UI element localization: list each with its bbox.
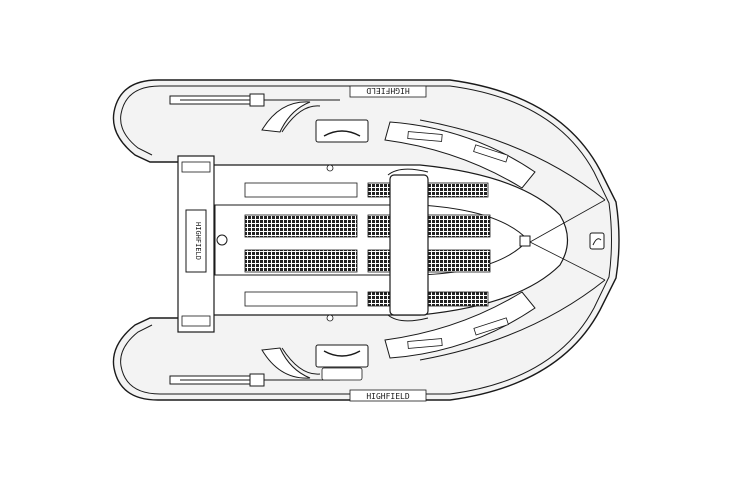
bow-eye <box>519 235 531 247</box>
transom-plate <box>185 209 207 273</box>
bow-logo-icon <box>589 232 605 250</box>
floor-grate-3 <box>367 214 491 238</box>
transom-bracket-top <box>181 161 211 173</box>
bow-crease-2 <box>529 241 606 281</box>
svg-text:HIGHFIELD: HIGHFIELD <box>366 392 410 401</box>
tube-outer-rubbing-strake <box>120 85 612 395</box>
bench-seat <box>389 174 429 316</box>
floor-grate-1 <box>244 214 358 238</box>
floor-grate-4 <box>367 249 491 273</box>
deck-fitting-bottom <box>326 314 334 322</box>
bow-crease <box>529 199 606 243</box>
side-panel-bottom <box>244 291 358 307</box>
deck-fitting-top <box>326 164 334 172</box>
tube-handle-port <box>315 119 369 143</box>
tube-pad-port <box>384 121 536 189</box>
oarlock-port <box>261 101 321 133</box>
oar-port <box>169 93 340 107</box>
fitting-starboard-mid <box>321 367 363 381</box>
bow-tube-inner-line <box>419 119 606 361</box>
tube-pad-starboard <box>384 291 536 359</box>
seat-strap-top <box>387 168 429 176</box>
tube-handle-starboard <box>315 344 369 368</box>
side-panel-top <box>244 182 358 198</box>
oarlock-starboard <box>261 347 321 379</box>
transom-bracket-bottom <box>181 315 211 327</box>
transom-brand-text: HIGHFIELD <box>194 222 202 260</box>
tube-outer-rubbing-strake-top <box>120 85 161 156</box>
seat-strap-bottom <box>387 314 429 322</box>
floor-grate-2 <box>244 249 358 273</box>
brand-decal-starboard: HIGHFIELD <box>349 389 427 402</box>
brand-decal-port: HIGHFIELD <box>349 85 427 98</box>
drain-plug-icon <box>216 234 228 246</box>
oar-starboard <box>169 373 340 387</box>
svg-text:HIGHFIELD: HIGHFIELD <box>366 86 410 95</box>
